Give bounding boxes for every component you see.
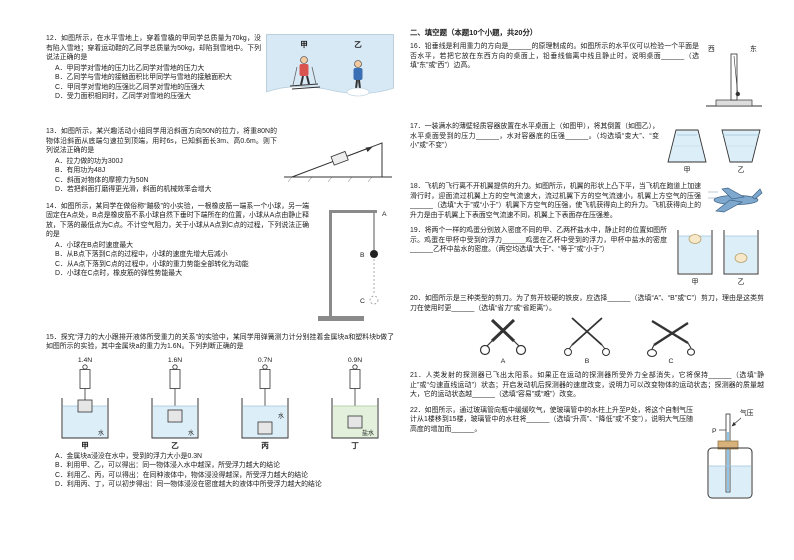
label-yi: 乙 [738,166,745,174]
section-title-fill-in: 二、填空题（本题10个小题，共20分） [410,28,538,37]
label-jia: 甲 [684,166,691,174]
egg-beakers-svg: 甲 乙 [677,230,759,286]
beaker-scale-ding-svg: 0.9N 盐水 丁 [331,357,379,450]
question-16-text: 16．铅垂线是利用重力的方向是______的原理制成的。如图所示的水平仪可以检验… [410,43,699,70]
question-13-option-a: A．拉力做的功为300J [55,157,123,165]
question-12-stem: 12．如图所示，在水平雪地上，穿着雪橇的甲同学总质量为70kg，没有陷入雪地；穿… [46,35,261,62]
question-20-text: 20．如图所示是三种类型的剪刀。为了剪开较硬的铁皮，应选择______（选填“A… [410,295,764,312]
question-15-option-b: B．利用甲、乙，可以得出：同一物体浸入水中越深，所受浮力越大的结论 [55,462,281,470]
question-17: 甲 乙 17．一装满水的薄壁轻质容器放置在水平桌面上（如图甲），将其倒置（如图乙… [410,122,764,176]
label-a: A [501,358,506,365]
question-12-option-c: C．甲同学对雪地的压强比乙同学对雪地的压强大 [55,83,205,91]
question-13-option-d: D．若把斜面打磨得更光滑，斜面的机械效率会增大 [55,186,212,194]
figure-q16-plumb-level: 西 东 [704,42,764,114]
barometer-svg: 气压 P [707,408,754,499]
question-15-stem: 15．探究“浮力的大小跟排开液体所受重力的关系”的实验中，某同学用弹簧测力计分别… [46,333,394,351]
question-17-text: 17．一装满水的薄壁轻质容器放置在水平桌面上（如图甲），将其倒置（如图乙），水平… [410,123,659,150]
question-14-option-a: A．小球在B点时速度最大 [55,241,134,249]
scissors-c-icon: C [646,320,696,365]
scissors-b-icon: B [564,317,610,365]
beaker-scale-yi-svg: 1.6N 水 乙 [151,357,199,450]
containers-svg: 甲 乙 [667,129,761,174]
beaker-scale-bing-svg: 0.7N 水 丙 [241,357,289,450]
figure-q13-incline [282,127,394,185]
label-a: A [382,211,387,218]
label-yi: 乙 [354,40,362,49]
question-22: 气压 P 22．如图所示，通过玻璃管向瓶中缓缓吹气，使玻璃管中的水柱上升至P处，… [410,406,764,504]
scale-reading: 1.4N [78,357,92,364]
figure-q19-egg-beakers: 甲 乙 [672,226,764,286]
question-12-option-d: D．受力面积相同时，乙同学对雪地的压强大 [55,93,191,101]
label-c: C [360,298,365,305]
question-14-option-b: B．从B点下落到C点的过程中，小球的速度先增大后减小 [55,251,228,259]
question-15-option-c: C．利用乙、丙，可以得出：在同种液体中，物体浸没得越深，所受浮力越大的结论 [55,471,309,479]
question-13-option-c: C．斜面对物体的摩擦力为50N [55,176,149,184]
group-label: 丁 [351,441,359,450]
scale-reading: 0.7N [258,357,272,364]
question-12-option-a: A．甲同学对雪地的压力比乙同学对雪地的压力大 [55,64,205,72]
group-label: 丙 [261,441,269,450]
label-jia: 甲 [300,40,308,49]
question-14-option-c: C．从A点下落到C点的过程中，小球的重力势能全部转化为动能 [55,260,249,268]
label-qiya: 气压 [740,408,754,417]
figure-q15-beakers: 1.4N 水 甲 1.6N [46,354,394,450]
figure-q14-bungee-stand: A B C [314,202,394,324]
question-12: 甲 乙 12．如图所示，在水平雪地上，穿着雪橇的甲同学总质量为70kg，没有陷入… [46,34,394,120]
figure-q12-skiers: 甲 乙 [266,34,394,118]
figure-q18-airplane [706,182,764,216]
question-14-option-d: D．小球在C点时，橡皮筋的弹性势能最大 [55,270,183,278]
figure-q22-barometer: 气压 P [698,406,764,502]
question-21-text: 21．人类发射的探测器已飞出太阳系。如果正在运动的探测器所受外力全部消失，它将保… [410,372,764,399]
label-p: P [712,428,717,435]
ski-scene-svg: 甲 乙 [266,34,394,118]
figure-q17-containers: 甲 乙 [664,122,764,174]
question-15-option-a: A．金属块a浸没在水中，受到的浮力大小是0.3N [55,452,203,460]
question-19-text: 19．将两个一样的鸡蛋分别放入密度不同的甲、乙两杯盐水中，静止时的位置如图所示。… [410,227,667,254]
bungee-svg: A B C [318,209,387,321]
question-22-text: 22．如图所示，通过玻璃管向瓶中缓缓吹气，使玻璃管中的水柱上升至P处，将这个自制… [410,406,693,433]
question-18: 18．飞机的飞行离不开机翼提供的升力。如图所示，机翼的形状上凸下平，当飞机在跑道… [410,182,764,220]
question-20: 20．如图所示是三种类型的剪刀。为了剪开较硬的铁皮，应选择______（选填“A… [410,294,764,365]
label-b: B [585,358,590,365]
figure-q20-scissors: A B [410,315,764,365]
label-jia: 甲 [692,278,699,286]
group-label: 乙 [171,441,179,450]
plumb-svg: 西 东 [706,44,762,107]
liquid-label: 水 [188,429,194,437]
scale-reading: 1.6N [168,357,182,364]
beaker-scale-jia-svg: 1.4N 水 甲 [61,357,109,450]
liquid-label: 水 [98,429,104,437]
label-b: B [360,252,365,259]
question-13-stem: 13．如图所示，某兴趣活动小组同学用沿斜面方向50N的拉力，将重80N的物体沿斜… [46,128,277,155]
airplane-icon [708,187,763,213]
scissors-a-icon: A [479,319,527,365]
question-14: A B C 14．如图所示，某同学在做俗称“蹦极”的小实验，一根橡皮筋一端系一个… [46,202,394,326]
label-yi: 乙 [738,278,745,286]
label-west: 西 [708,45,715,53]
label-east: 东 [750,44,757,53]
liquid-label: 盐水 [362,429,374,437]
question-21: 21．人类发射的探测器已飞出太阳系。如果正在运动的探测器所受外力全部消失，它将保… [410,371,764,400]
question-15: 15．探究“浮力的大小跟排开液体所受重力的关系”的实验中，某同学用弹簧测力计分别… [46,333,394,490]
group-label: 甲 [81,441,89,450]
right-column: 二、填空题（本题10个小题，共20分） 西 东 16．铅垂线是利用重力的方向是_… [410,28,764,510]
question-13: 13．如图所示，某兴趣活动小组同学用沿斜面方向50N的拉力，将重80N的物体沿斜… [46,127,394,195]
question-18-text: 18．飞机的飞行离不开机翼提供的升力。如图所示，机翼的形状上凸下平，当飞机在跑道… [410,183,701,219]
question-13-option-b: B．有用功为48J [55,167,106,175]
question-15-option-d: D．利用丙、丁，可以初步得出：同一物体浸没在密度越大的液体中所受浮力越大的结论 [55,481,322,489]
left-column: 甲 乙 12．如图所示，在水平雪地上，穿着雪橇的甲同学总质量为70kg，没有陷入… [46,34,394,497]
liquid-label: 水 [278,412,284,420]
scale-reading: 0.9N [348,357,362,364]
label-c: C [669,358,674,365]
question-12-option-b: B．乙同学与雪地的接触面积比甲同学与雪地的接触面积大 [55,74,232,82]
question-14-stem: 14．如图所示，某同学在做俗称“蹦极”的小实验，一根橡皮筋一端系一个小球，另一端… [46,202,309,239]
question-16: 西 东 16．铅垂线是利用重力的方向是______的原理制成的。如图所示的水平仪… [410,42,764,116]
incline-svg [284,142,392,183]
question-19: 甲 乙 19．将两个一样的鸡蛋分别放入密度不同的甲、乙两杯盐水中，静止时的位置如… [410,226,764,288]
